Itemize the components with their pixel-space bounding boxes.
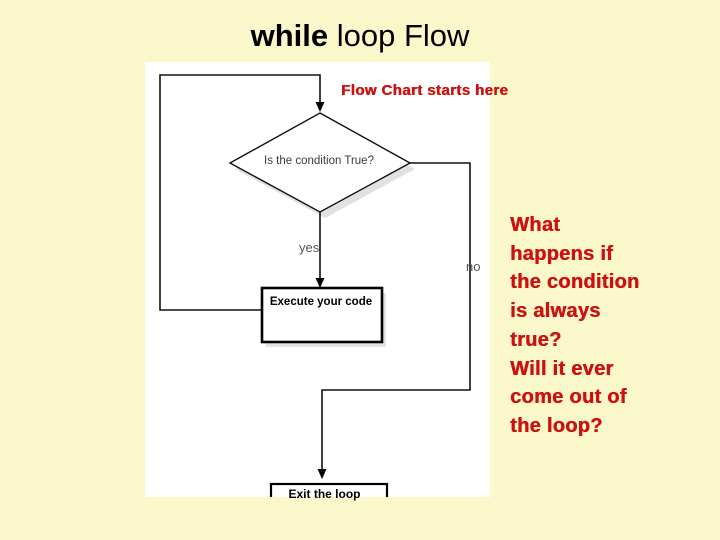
branch-label-yes: yes [299,240,320,255]
flowchart-connectors [159,74,471,497]
question-annotation: What happens if the condition is always true… [510,211,710,441]
question-line: come out of [510,386,627,409]
process-label: Execute your code [269,296,373,308]
question-line: true? [510,328,562,351]
branch-label-no: no [466,259,481,274]
exit-box [269,482,389,497]
question-line: the condition [510,271,640,294]
question-line: What [510,214,561,236]
title-normal-part: loop Flow [328,18,470,53]
no-connector [317,162,471,480]
page-title: while loop Flow [0,18,720,54]
question-line: is always [510,300,601,323]
question-line: happens if [510,242,614,265]
title-bold-part: while [250,18,329,53]
decision-label: Is the condition True? [264,155,374,167]
flowchart-panel [145,62,490,497]
annotation-starts-here: Flow Chart starts here [341,82,509,99]
exit-label: Exit the loop [288,487,361,501]
question-line: Will it ever [510,357,614,380]
process-box [260,286,384,344]
loopback-connector [159,74,325,311]
question-line: the loop? [510,414,603,437]
